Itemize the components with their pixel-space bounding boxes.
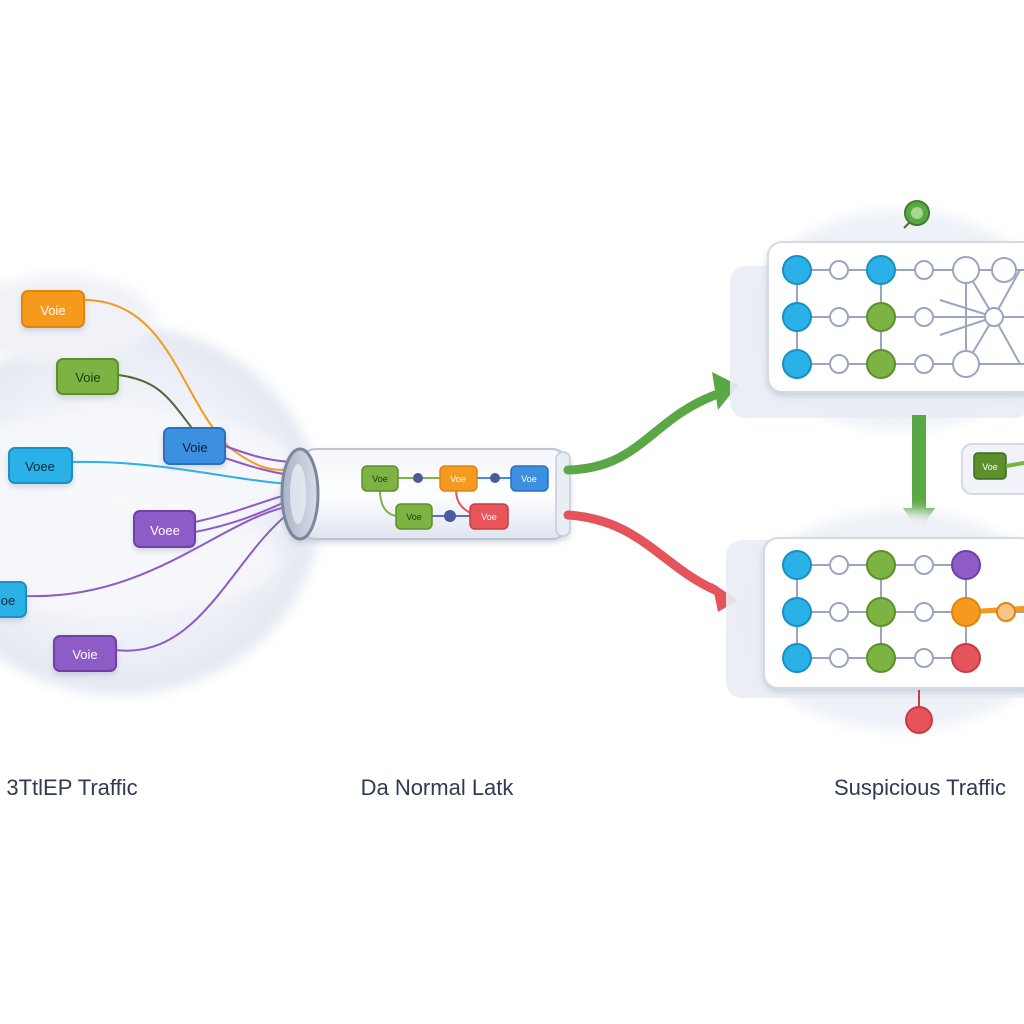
normal-link-caption: Da Normal Latk [361, 775, 515, 800]
pipe-chip[interactable]: Voe [439, 465, 478, 492]
suspicious-traffic-caption: Suspicious Traffic [834, 775, 1006, 800]
source-chip-label: Voee [150, 523, 180, 538]
source-chip[interactable]: Voee [8, 447, 73, 484]
suspicious-traffic-panel [726, 510, 1024, 734]
pipe-chip-label: Voe [406, 512, 422, 522]
source-chip-label: Voie [40, 303, 65, 318]
pipe-chip-label: Voe [372, 474, 388, 484]
pipe-chip[interactable]: Voe [395, 503, 433, 530]
pipe-chip-label: Voe [450, 474, 466, 484]
pipe-chip[interactable]: Voe [361, 465, 399, 492]
side-chip-card[interactable]: Voe [961, 443, 1024, 495]
source-cloud [0, 275, 320, 695]
source-chip-label: Voie [75, 370, 100, 385]
pipe-chip[interactable]: Voe [469, 503, 509, 530]
normal-traffic-panel [730, 200, 1024, 430]
source-chip[interactable]: Voee [133, 510, 196, 548]
pipe-chip-label: Voe [521, 474, 537, 484]
source-chip-label: Voee [25, 459, 55, 474]
suspicious-flow-arrow [563, 510, 738, 612]
source-chip[interactable]: Voie [56, 358, 119, 395]
pipe-nodes [413, 473, 500, 522]
pipe-chip-label: Voe [481, 512, 497, 522]
source-chip-label: Voie [182, 440, 207, 455]
source-chip[interactable]: oe [0, 581, 27, 618]
source-chip-label: Voie [72, 647, 97, 662]
source-chip-label: oe [1, 593, 15, 608]
source-chip[interactable]: Voie [53, 635, 117, 672]
pipe-chip[interactable]: Voe [510, 465, 549, 492]
source-traffic-caption: 3TtlEP Traffic [6, 775, 137, 800]
source-chip[interactable]: Voie [163, 427, 226, 465]
side-chip-label: Voe [982, 462, 998, 472]
normal-flow-arrow [563, 372, 738, 475]
source-chip[interactable]: Voie [21, 290, 85, 328]
